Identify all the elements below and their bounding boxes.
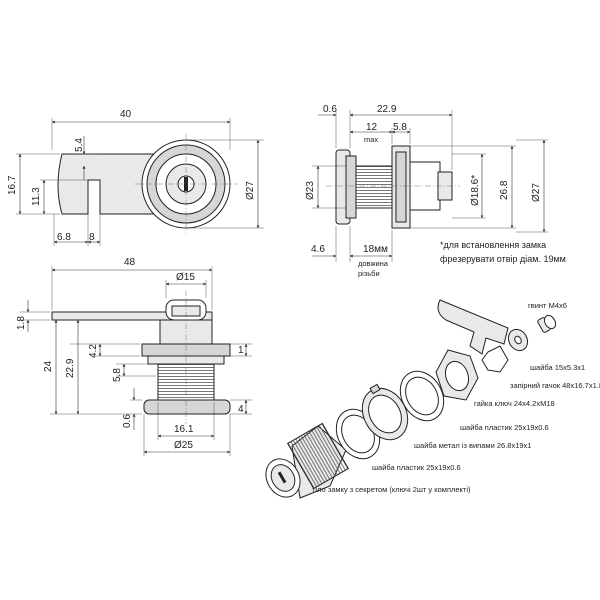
front-view: 40 16.7 11.3 5.4 6.8 8 Ø27 xyxy=(7,109,264,246)
part-label-cam: запірний гачок 48х16.7х1.8 xyxy=(510,381,600,390)
exploded-view: гвинт М4х6 шайба 15х5.3х1 запірний гачок… xyxy=(265,299,600,499)
dim-thread-pitch: 5.8 xyxy=(112,368,123,382)
dim-thread-len: 18мм xyxy=(363,244,388,255)
top-view: 48 Ø15 1.8 24 22.9 4.2 5.8 1 xyxy=(16,257,252,456)
part-label-plastic-washer-1: шайба пластик 25х19х0.6 xyxy=(372,463,461,472)
plastic-washer-1 xyxy=(335,408,381,460)
cam-plate-edge xyxy=(51,311,213,321)
part-label-screw: гвинт М4х6 xyxy=(528,301,567,310)
dim-slot-depth: 11.3 xyxy=(31,187,42,206)
dim-height: 16.7 xyxy=(7,175,18,195)
washer xyxy=(395,151,407,223)
dim-slot-width: 8 xyxy=(89,232,95,243)
dim-hole-dia: Ø18.6* xyxy=(470,175,481,206)
part-label-plastic-washer-2: шайба пластик 25х19х0.6 xyxy=(460,423,549,432)
dim-gap: 1 xyxy=(238,345,244,356)
dim-nut-pos: 4.2 xyxy=(88,344,99,358)
dim-flange-top: 0.6 xyxy=(122,414,133,428)
part-label-small-washer: шайба 15х5.3х1 xyxy=(530,363,585,372)
part-label-nut: гайка ключ 24х4.2хМ18 xyxy=(474,399,555,408)
dim-total: 22.9 xyxy=(377,104,397,115)
dim-flange-dia: Ø27 xyxy=(531,183,542,202)
metal-tab-washer xyxy=(361,383,409,441)
install-note-2: фрезерувати отвір діам. 19мм xyxy=(440,254,566,264)
flange-step xyxy=(345,155,357,219)
dim-diameter: Ø27 xyxy=(245,181,256,200)
part-label-lock-body: тіло замку з секретом (ключі 2шт у компл… xyxy=(312,485,471,494)
dim-head: 4.6 xyxy=(311,244,325,255)
lock-body-part xyxy=(265,422,350,499)
lock-head xyxy=(143,399,231,415)
dim-nut-width: 16.1 xyxy=(174,424,194,435)
dim-hook-height: 5.4 xyxy=(74,138,85,152)
dim-nut-height: 26.8 xyxy=(499,180,510,200)
dim-body-len: 22.9 xyxy=(65,358,76,378)
dim-to-cam: 24 xyxy=(43,360,54,372)
dim-base-dia: Ø25 xyxy=(174,440,193,451)
thread-caption-2: різьби xyxy=(358,269,380,278)
dim-slot-left: 6.8 xyxy=(57,232,71,243)
plastic-washer-2 xyxy=(399,370,445,422)
dim-body-dia: Ø23 xyxy=(305,181,316,200)
cam-hook-part xyxy=(437,299,509,373)
screw-part xyxy=(537,314,557,333)
hex-nut-part xyxy=(435,349,479,401)
dim-nut: 5.8 xyxy=(393,122,407,133)
dim-length: 48 xyxy=(124,257,136,268)
dim-thread: 12 xyxy=(366,122,378,133)
small-washer-part xyxy=(507,328,529,352)
part-label-metal-washer: шайба метал із випами 26.8х19х1 xyxy=(414,441,531,450)
keyway-icon-2 xyxy=(277,471,287,484)
threaded-body xyxy=(355,165,397,209)
dim-width: 40 xyxy=(120,109,132,120)
dim-head-top: 4 xyxy=(238,404,244,415)
side-view: 0.6 22.9 12 max 5.8 Ø23 Ø18.6* 26.8 Ø27 … xyxy=(305,104,566,278)
dim-flange: 0.6 xyxy=(323,104,337,115)
dim-thickness: 1.8 xyxy=(16,316,27,330)
dim-thread-max: max xyxy=(364,135,378,144)
dim-cam-dia: Ø15 xyxy=(176,272,195,283)
install-note-1: *для встановлення замка xyxy=(440,240,546,250)
thread-caption-1: довжина xyxy=(358,259,389,268)
